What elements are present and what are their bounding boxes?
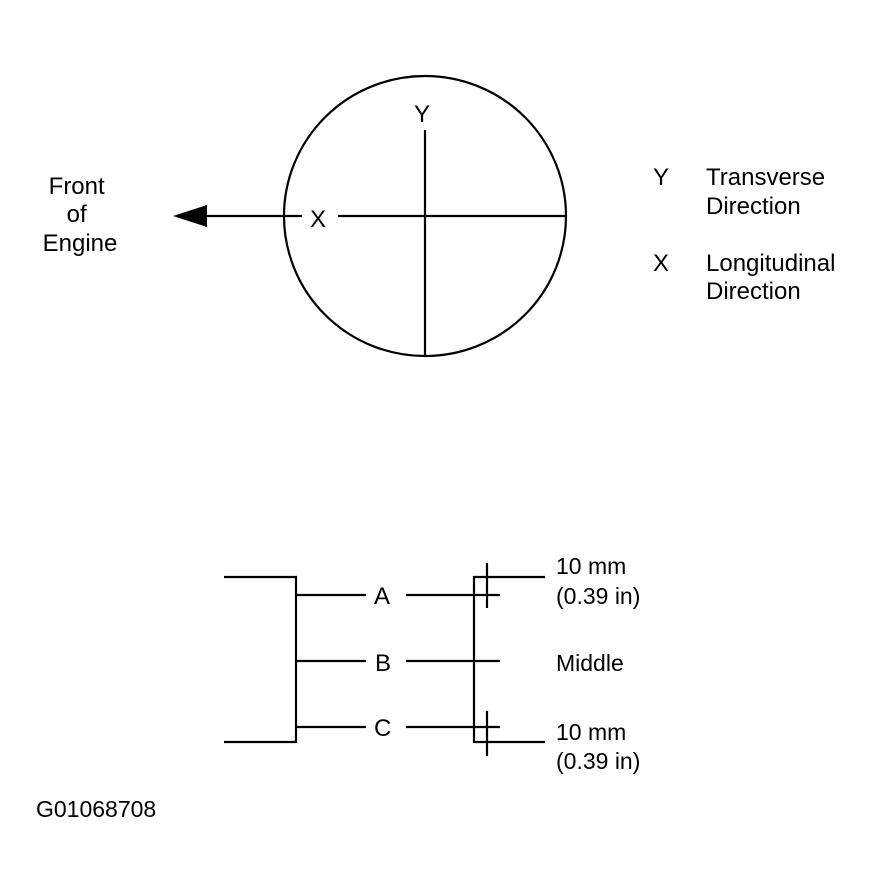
position-view: A B C 10 mm (0.39 in) Middle 10 mm (0.39…: [224, 553, 640, 774]
figure-id: G01068708: [36, 796, 156, 822]
legend-x-line-1: Longitudinal: [706, 250, 835, 277]
legend-key-y: Y: [653, 164, 669, 191]
point-label-a: A: [374, 583, 390, 610]
bore-wall-outline: [224, 575, 298, 744]
front-label-line-2: of: [67, 201, 87, 228]
legend-key-x: X: [653, 250, 669, 277]
top-offset-in: (0.39 in): [556, 583, 640, 609]
dimension-bracket: [472, 575, 545, 744]
y-axis-label: Y: [414, 101, 430, 128]
point-label-b: B: [375, 650, 391, 677]
bore-view: Y X Front of Engine: [43, 74, 568, 358]
legend-y-line-2: Direction: [706, 193, 801, 220]
legend-x-line-2: Direction: [706, 278, 801, 305]
point-label-c: C: [374, 715, 391, 742]
bottom-offset-mm: 10 mm: [556, 719, 626, 745]
front-label-line-1: Front: [49, 173, 105, 200]
middle-label: Middle: [556, 650, 624, 676]
top-offset-label: 10 mm (0.39 in): [556, 553, 640, 609]
legend-text-x: Longitudinal Direction: [706, 250, 842, 305]
legend-text-y: Transverse Direction: [706, 164, 832, 220]
front-label-line-3: Engine: [43, 230, 118, 257]
front-arrow-icon: [173, 205, 207, 227]
bottom-offset-label: 10 mm (0.39 in): [556, 719, 640, 774]
x-axis-label: X: [310, 206, 326, 233]
axis-legend: Y Transverse Direction X Longitudinal Di…: [653, 164, 842, 305]
bottom-offset-in: (0.39 in): [556, 748, 640, 774]
top-offset-mm: 10 mm: [556, 553, 626, 579]
legend-y-line-1: Transverse: [706, 164, 825, 191]
front-of-engine-label: Front of Engine: [43, 173, 118, 257]
